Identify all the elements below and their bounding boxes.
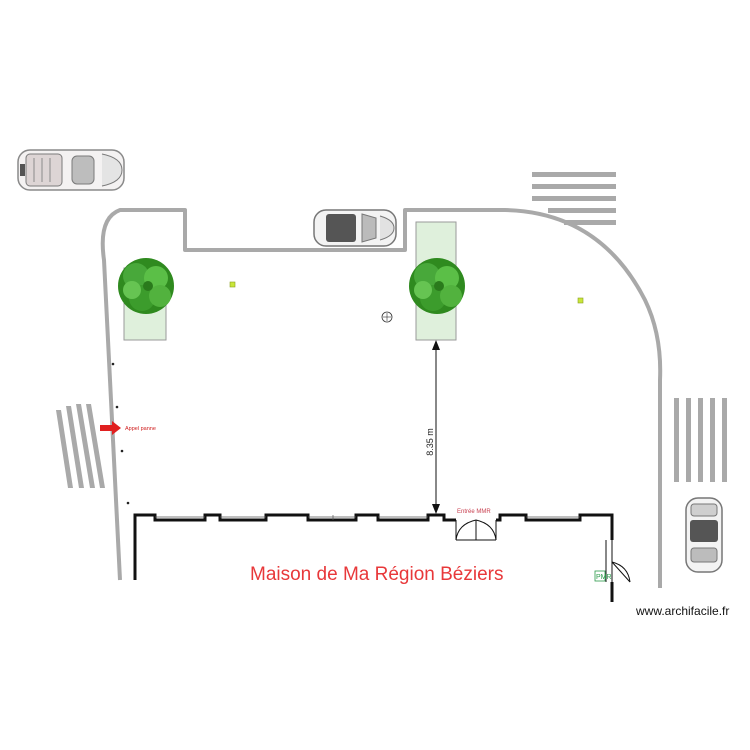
tree-icon [118,258,174,314]
dimension-label: 8.35 m [425,428,435,456]
building-wall [133,513,614,602]
pmr-sign [594,570,606,582]
drain-icon [381,311,393,323]
crosswalk-top-right [532,172,616,225]
watermark: www.archifacile.fr [635,604,729,618]
car-icon [17,149,125,191]
entrance-label: Entrée MMR [457,509,491,515]
windows [155,515,580,520]
crosswalk-left [56,404,105,488]
door-icon [455,519,497,541]
arrow-right-icon [100,421,121,435]
marker [229,281,236,288]
marker [577,297,584,304]
curb-outline [100,208,663,588]
tree-icon [409,258,465,314]
building-name: Maison de Ma Région Béziers [250,564,503,585]
pmr-label: PMR [596,574,612,581]
door-icon [605,540,631,583]
bollard-dots [111,362,130,505]
call-label: Appel panne [125,426,156,432]
crosswalk-right [674,398,727,482]
car-icon [685,497,723,573]
dimension-line [432,340,440,514]
car-icon [313,209,397,247]
